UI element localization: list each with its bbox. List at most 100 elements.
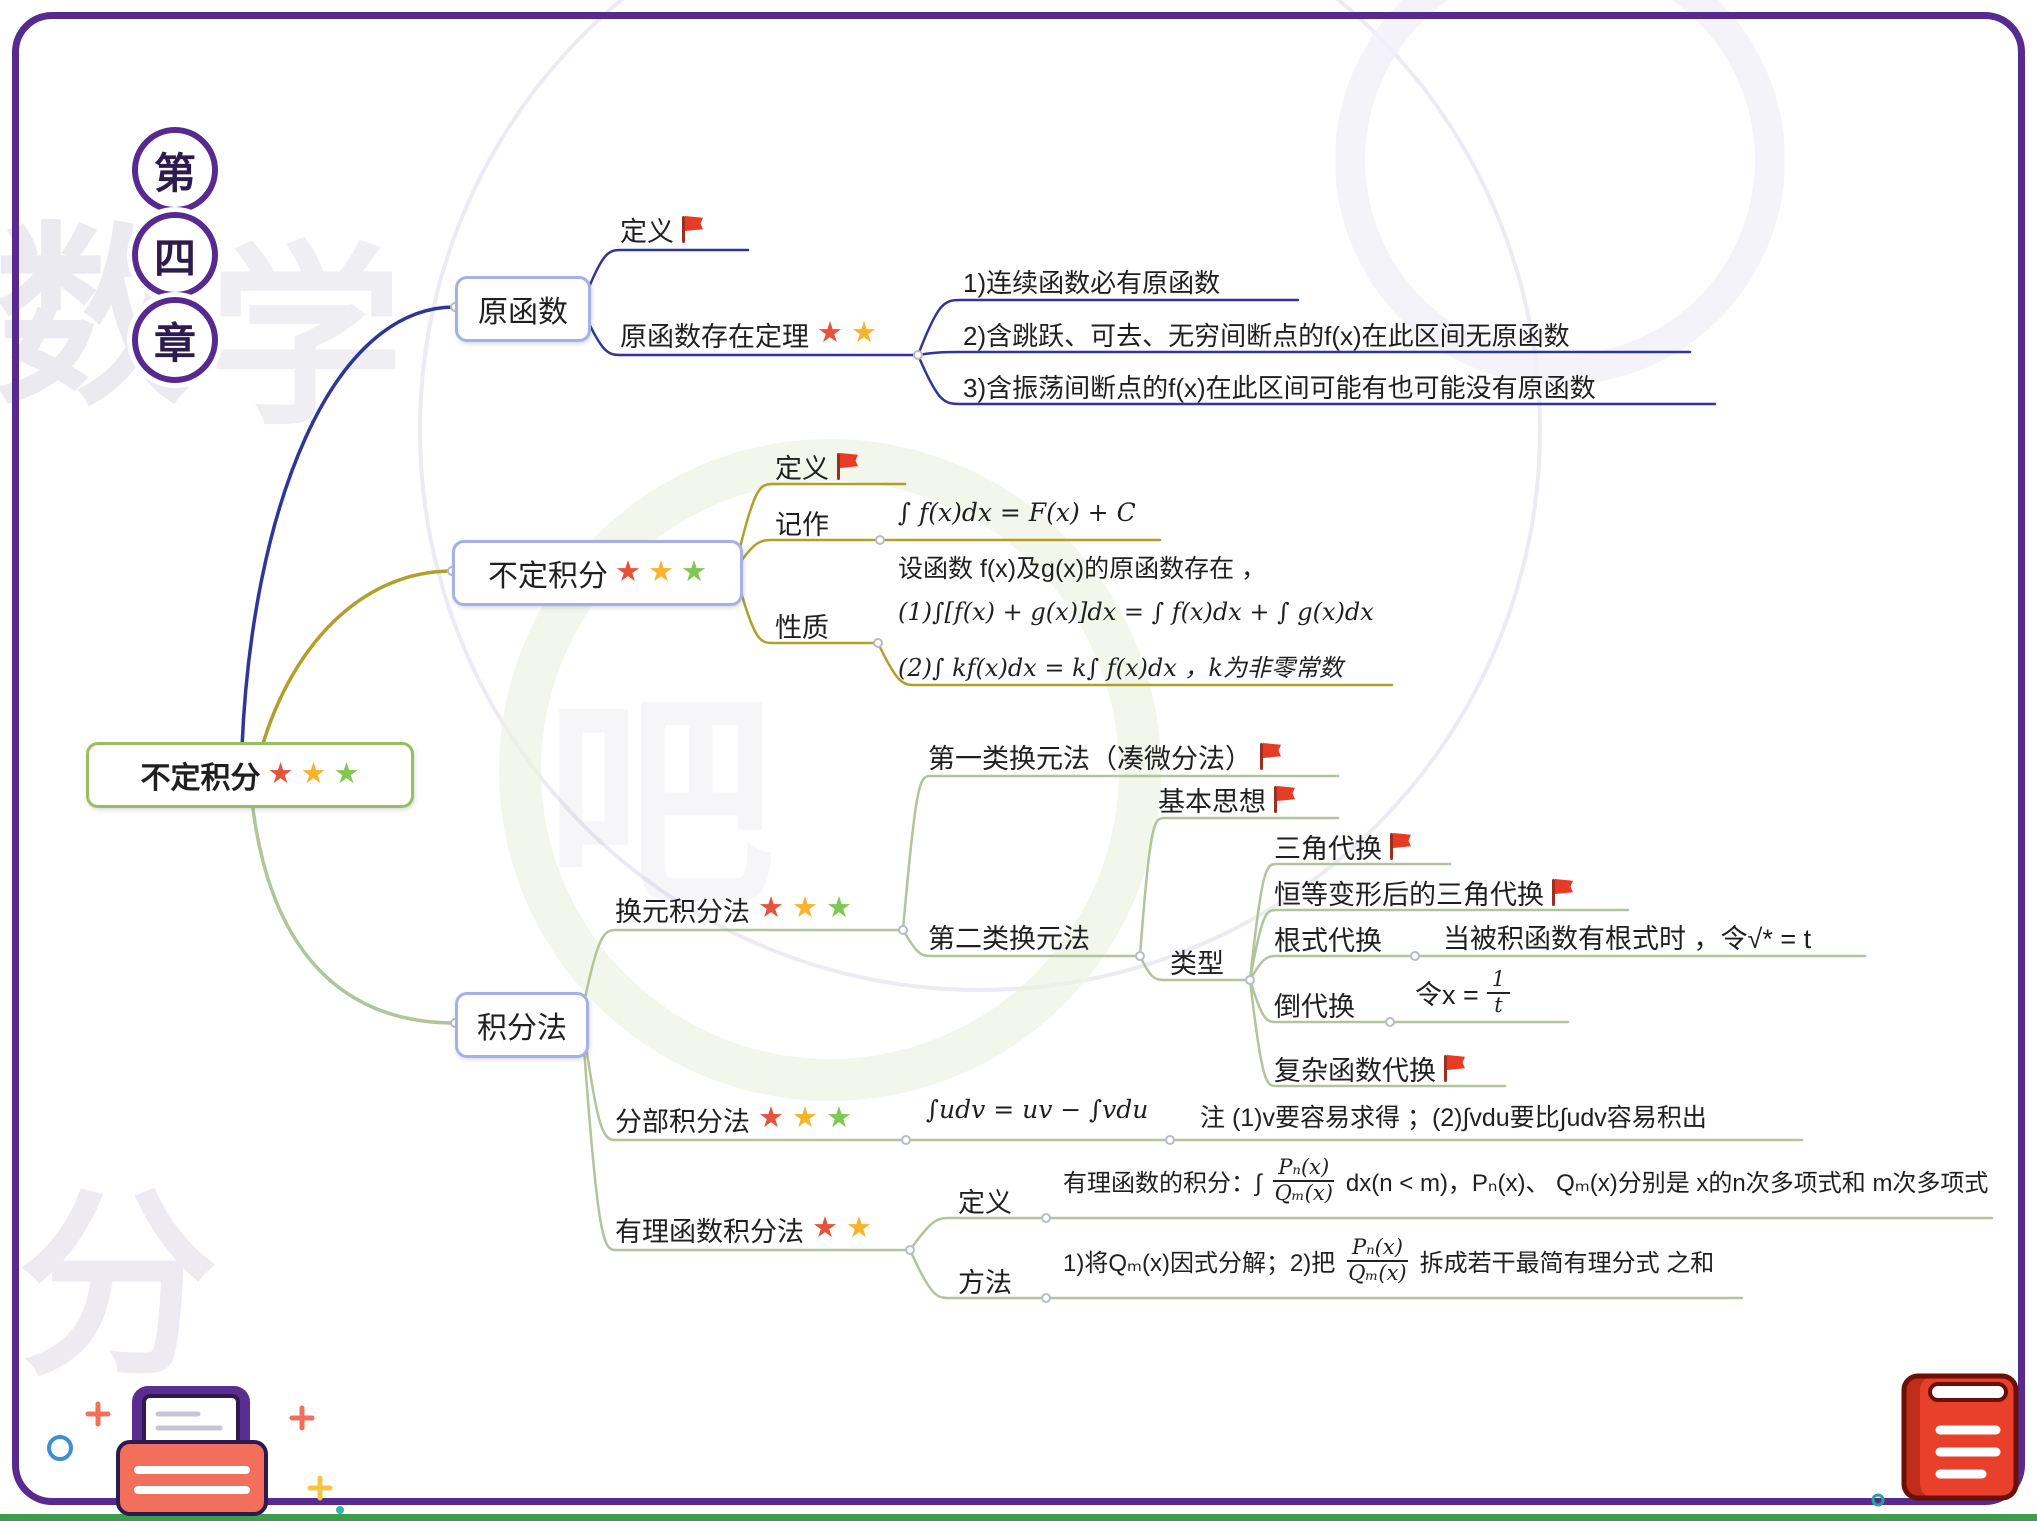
- star-icon: [851, 319, 877, 348]
- topic-label: 1)将Qₘ(x)因式分解；2)把: [1063, 1250, 1336, 1278]
- topic-rational-method-text[interactable]: 1)将Qₘ(x)因式分解；2)把 Pₙ(x) Qₘ(x) 拆成若干最简有理分式 …: [1063, 1235, 1715, 1285]
- topic-label: 有理函数积分法: [615, 1217, 804, 1247]
- topic-budingjifen-def[interactable]: 定义: [775, 447, 859, 486]
- topic-label: 定义: [775, 454, 829, 484]
- topic-notation-formula[interactable]: ∫ f(x)dx = F(x) + C: [898, 498, 1136, 527]
- topic-label: 倒代换: [1274, 992, 1355, 1022]
- topic-label: 性质: [775, 613, 829, 643]
- topic-theorem-item-1[interactable]: 1)连续函数必有原函数: [963, 263, 1220, 300]
- topic-first-substitution[interactable]: 第一类换元法（凑微分法）: [928, 737, 1282, 776]
- topic-label: 三角代换: [1274, 834, 1382, 864]
- topic-label: 当被积函数有根式时 ，令√* = t: [1443, 924, 1812, 954]
- star-icon: [792, 894, 818, 923]
- book-icon: [1871, 1373, 2019, 1507]
- topic-theorem-item-3[interactable]: 3)含振荡间断点的f(x)在此区间可能有也可能没有原函数: [963, 368, 1596, 405]
- topic-type-reciprocal-note[interactable]: 令x = 1 t: [1415, 967, 1511, 1017]
- star-icon: [758, 1104, 784, 1133]
- star-icon: [648, 558, 674, 587]
- star-icon: [268, 760, 294, 789]
- chapter-badge: 四: [132, 212, 218, 298]
- topic-existence-theorem[interactable]: 原函数存在定理: [620, 315, 877, 354]
- star-icon: [846, 1214, 872, 1243]
- fraction-numerator: Pₙ(x): [1273, 1155, 1335, 1182]
- topic-label: 有理函数的积分：∫: [1063, 1170, 1262, 1198]
- topic-integration-by-parts[interactable]: 分部积分法: [615, 1100, 852, 1139]
- star-icon: [301, 760, 327, 789]
- formula-text: (2)∫ kf(x)dx = k∫ f(x)dx ，k为非零常数: [898, 654, 1343, 682]
- topic-properties-intro[interactable]: 设函数 f(x)及g(x)的原函数存在 ，: [898, 549, 1266, 585]
- topic-label: 分部积分法: [615, 1107, 750, 1137]
- fraction: Pₙ(x) Qₘ(x): [1343, 1235, 1411, 1285]
- topic-label: 3)含振荡间断点的f(x)在此区间可能有也可能没有原函数: [963, 373, 1596, 403]
- topic-type-identity-trig[interactable]: 恒等变形后的三角代换: [1274, 873, 1574, 912]
- topic-property-1[interactable]: (1)∫[f(x) + g(x)]dx = ∫ f(x)dx + ∫ g(x)d…: [898, 598, 1374, 626]
- star-icon: [826, 894, 852, 923]
- topic-rational-def-text[interactable]: 有理函数的积分：∫ Pₙ(x) Qₘ(x) dx(n < m)，Pₙ(x)、 Q…: [1063, 1155, 1989, 1205]
- folder-icon: [47, 1386, 344, 1516]
- node-yuanhanshu[interactable]: 原函数: [455, 276, 591, 342]
- fraction-numerator: Pₙ(x): [1347, 1235, 1408, 1262]
- star-icon: [615, 558, 641, 587]
- topic-label: 基本思想: [1158, 787, 1266, 817]
- topic-label: 定义: [620, 217, 674, 247]
- topic-parts-note[interactable]: 注 (1)v要容易求得 ；(2)∫vdu要比∫udv容易积出: [1200, 1098, 1707, 1134]
- topic-label: 令x =: [1415, 980, 1479, 1011]
- chapter-badge: 第: [132, 127, 218, 213]
- topic-label: 恒等变形后的三角代换: [1274, 880, 1544, 910]
- fraction: 1 t: [1486, 967, 1511, 1017]
- topic-label: 2)含跳跃、可去、无穷间断点的f(x)在此区间无原函数: [963, 321, 1570, 351]
- topic-label: 换元积分法: [615, 897, 750, 927]
- chapter-badge: 章: [132, 297, 218, 383]
- topic-yuanhanshu-def[interactable]: 定义: [620, 210, 704, 249]
- star-icon: [681, 558, 707, 587]
- root-node-label: 不定积分: [140, 762, 261, 795]
- star-icon: [758, 894, 784, 923]
- topic-rational-method-label[interactable]: 方法: [958, 1261, 1012, 1300]
- topic-label: 原函数存在定理: [620, 322, 809, 352]
- topic-label: 第一类换元法（凑微分法）: [928, 744, 1252, 774]
- topic-label: 拆成若干最简有理分式 之和: [1419, 1250, 1715, 1278]
- flag-icon: [837, 452, 859, 481]
- star-icon: [792, 1104, 818, 1133]
- fraction-numerator: 1: [1486, 967, 1511, 994]
- topic-type-radical[interactable]: 根式代换: [1274, 919, 1382, 958]
- flag-icon: [1274, 785, 1296, 814]
- topic-properties-label[interactable]: 性质: [775, 606, 829, 645]
- topic-label: 方法: [958, 1268, 1012, 1298]
- topic-second-substitution[interactable]: 第二类换元法: [928, 917, 1090, 956]
- flag-icon: [1444, 1054, 1466, 1083]
- fraction-denominator: t: [1494, 992, 1503, 1017]
- node-jifenfa[interactable]: 积分法: [455, 992, 589, 1058]
- star-icon: [334, 760, 360, 789]
- topic-theorem-item-2[interactable]: 2)含跳跃、可去、无穷间断点的f(x)在此区间无原函数: [963, 316, 1570, 353]
- topic-notation-label[interactable]: 记作: [775, 503, 829, 542]
- flag-icon: [1260, 742, 1282, 771]
- topic-label: 1)连续函数必有原函数: [963, 268, 1221, 298]
- topic-types-label[interactable]: 类型: [1170, 942, 1224, 981]
- topic-type-radical-note[interactable]: 当被积函数有根式时 ，令√* = t: [1443, 917, 1811, 956]
- node-budingjifen[interactable]: 不定积分: [452, 540, 743, 606]
- topic-type-trig[interactable]: 三角代换: [1274, 827, 1412, 866]
- formula-text: (1)∫[f(x) + g(x)]dx = ∫ f(x)dx + ∫ g(x)d…: [898, 598, 1374, 626]
- topic-type-reciprocal[interactable]: 倒代换: [1274, 985, 1355, 1024]
- node-label: 积分法: [477, 1012, 567, 1045]
- topic-rational-def-label[interactable]: 定义: [958, 1181, 1012, 1220]
- root-node[interactable]: 不定积分: [86, 742, 414, 808]
- bottom-green-strip: [0, 1514, 2037, 1521]
- topic-basic-idea[interactable]: 基本思想: [1158, 780, 1296, 819]
- topic-label: dx(n < m)，Pₙ(x)、 Qₘ(x)分别是 x的n次多项式和 m次多项式: [1345, 1170, 1989, 1198]
- chapter-badge-char: 章: [153, 319, 196, 367]
- topic-label: 注 (1)v要容易求得 ；(2)∫vdu要比∫udv容易积出: [1200, 1104, 1707, 1132]
- topic-rational-method[interactable]: 有理函数积分法: [615, 1210, 872, 1249]
- flag-icon: [682, 215, 704, 244]
- star-icon: [826, 1104, 852, 1133]
- topic-parts-formula[interactable]: ∫udv = uv − ∫vdu: [926, 1095, 1148, 1124]
- chapter-badge-char: 第: [153, 149, 196, 197]
- formula-text: ∫ f(x)dx = F(x) + C: [898, 498, 1136, 527]
- topic-type-complex[interactable]: 复杂函数代换: [1274, 1049, 1466, 1088]
- topic-property-2[interactable]: (2)∫ kf(x)dx = k∫ f(x)dx ，k为非零常数: [898, 648, 1343, 683]
- fraction-denominator: Qₘ(x): [1348, 1260, 1407, 1285]
- topic-substitution-method[interactable]: 换元积分法: [615, 890, 852, 929]
